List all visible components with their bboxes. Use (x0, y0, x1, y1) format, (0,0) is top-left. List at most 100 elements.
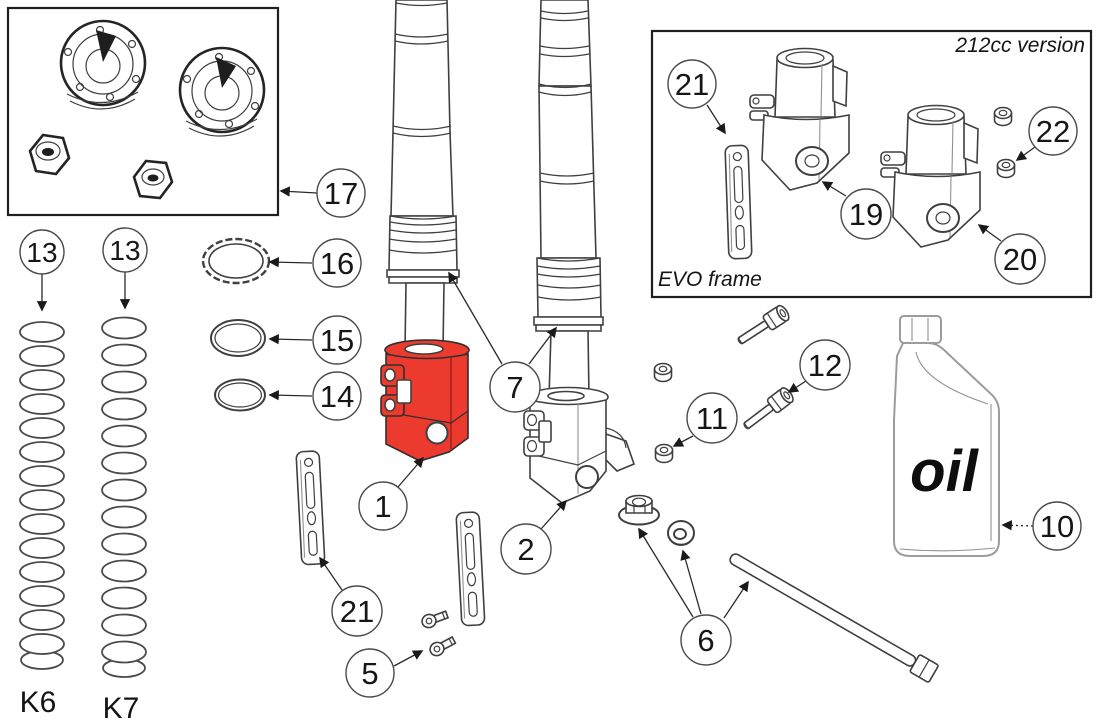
callout-circle (686, 392, 738, 444)
callout-17[interactable]: 17 (316, 168, 366, 218)
callout-circle (19, 229, 65, 275)
callout-number: 13 (26, 237, 57, 268)
callout-5[interactable]: 5 (345, 648, 395, 698)
leader-22 (1015, 146, 1036, 161)
leader-10 (1001, 520, 1034, 531)
leader-17 (279, 186, 318, 197)
callout-number: 16 (320, 246, 354, 281)
callout-circle (994, 233, 1046, 285)
washer (667, 520, 695, 546)
callout-circle (312, 371, 362, 421)
callout-circle (680, 614, 732, 666)
callout-number: 10 (1040, 509, 1074, 544)
callout-10[interactable]: 10 (1032, 501, 1082, 551)
callout-number: 7 (506, 370, 523, 405)
callout-13-left[interactable]: 13 (19, 229, 65, 275)
spring-k6-label: K6 (20, 686, 57, 719)
callout-number: 6 (697, 623, 714, 658)
spring-k7-label: K7 (103, 692, 140, 724)
oil-bottle: oil (893, 315, 1000, 557)
spacer-nut-lower (654, 443, 674, 464)
leader-21-main (319, 556, 343, 591)
button-screw-upper (419, 607, 450, 631)
callout-circle (345, 648, 395, 698)
callout-number: 2 (517, 532, 534, 567)
callout-number: 20 (1003, 242, 1037, 277)
callout-6[interactable]: 6 (680, 614, 732, 666)
inset-box-212cc (650, 29, 1093, 299)
leader-12 (787, 380, 807, 393)
leader-14 (268, 390, 313, 401)
spring-k6 (19, 321, 65, 670)
nut-22-lower (996, 158, 1016, 179)
leader-2 (540, 499, 568, 530)
leader-19 (821, 181, 847, 197)
o-ring-14 (214, 378, 266, 412)
callout-21-evo[interactable]: 21 (667, 59, 717, 109)
callout-1[interactable]: 1 (358, 481, 408, 531)
leader-1 (397, 456, 425, 488)
version-label: 212cc version (954, 34, 1085, 57)
callout-22[interactable]: 22 (1028, 106, 1078, 156)
leader-21-evo (706, 104, 726, 135)
nut-22-upper (993, 106, 1013, 127)
callout-number: 15 (320, 323, 354, 358)
snap-ring-16 (201, 237, 271, 285)
oil-seal-15 (210, 319, 266, 357)
callout-2[interactable]: 2 (500, 523, 552, 575)
callout-circle (1028, 106, 1078, 156)
bracket-plate-right (455, 510, 486, 627)
callout-16[interactable]: 16 (312, 238, 362, 288)
callout-circle (500, 523, 552, 575)
callout-12[interactable]: 12 (799, 339, 851, 391)
callout-number: 21 (340, 594, 374, 629)
callout-number: 13 (109, 235, 140, 266)
leader-7-right (528, 326, 557, 365)
callout-circle (667, 59, 717, 109)
callout-circle (331, 585, 383, 637)
fork-bottom-212-left (749, 47, 850, 191)
spacer-nut-upper (653, 362, 673, 383)
oil-label: oil (910, 439, 980, 504)
flanged-nut (618, 494, 660, 526)
callout-circle (489, 361, 541, 413)
leader-11 (672, 435, 694, 447)
callout-11[interactable]: 11 (686, 392, 738, 444)
leader-6-washer (680, 549, 702, 615)
leader-20 (977, 224, 1002, 242)
frame-label: EVO frame (658, 268, 762, 291)
callout-7[interactable]: 7 (489, 361, 541, 413)
callout-number: 5 (361, 656, 378, 691)
callout-number: 1 (374, 489, 391, 524)
fork-cap-right (178, 46, 266, 137)
callout-number: 19 (849, 197, 883, 232)
callout-circle (799, 339, 851, 391)
callout-number: 12 (808, 348, 842, 383)
callout-circle (1032, 501, 1082, 551)
callout-20[interactable]: 20 (994, 233, 1046, 285)
hex-nut-right (132, 159, 174, 200)
callout-circle (312, 315, 362, 365)
callout-15[interactable]: 15 (312, 315, 362, 365)
callout-number: 21 (675, 67, 709, 102)
callout-14[interactable]: 14 (312, 371, 362, 421)
leader-15 (268, 334, 313, 345)
inset-box-hardware (6, 6, 280, 217)
button-screw-lower (426, 633, 458, 659)
callout-19[interactable]: 19 (840, 188, 892, 240)
left-fork-tube (386, 0, 460, 351)
fork-bottom-212-right (880, 104, 981, 248)
callout-21-main[interactable]: 21 (331, 585, 383, 637)
leader-6-nut (638, 527, 694, 618)
right-fork-tube (533, 0, 604, 399)
leader-7-left (448, 271, 503, 365)
bottle-cap (899, 315, 942, 344)
bracket-plate-evo (724, 144, 753, 260)
leader-16 (268, 257, 313, 268)
callout-circle (316, 168, 366, 218)
callout-number: 22 (1036, 114, 1070, 149)
callout-number: 17 (324, 176, 358, 211)
callout-13-right[interactable]: 13 (102, 227, 148, 273)
